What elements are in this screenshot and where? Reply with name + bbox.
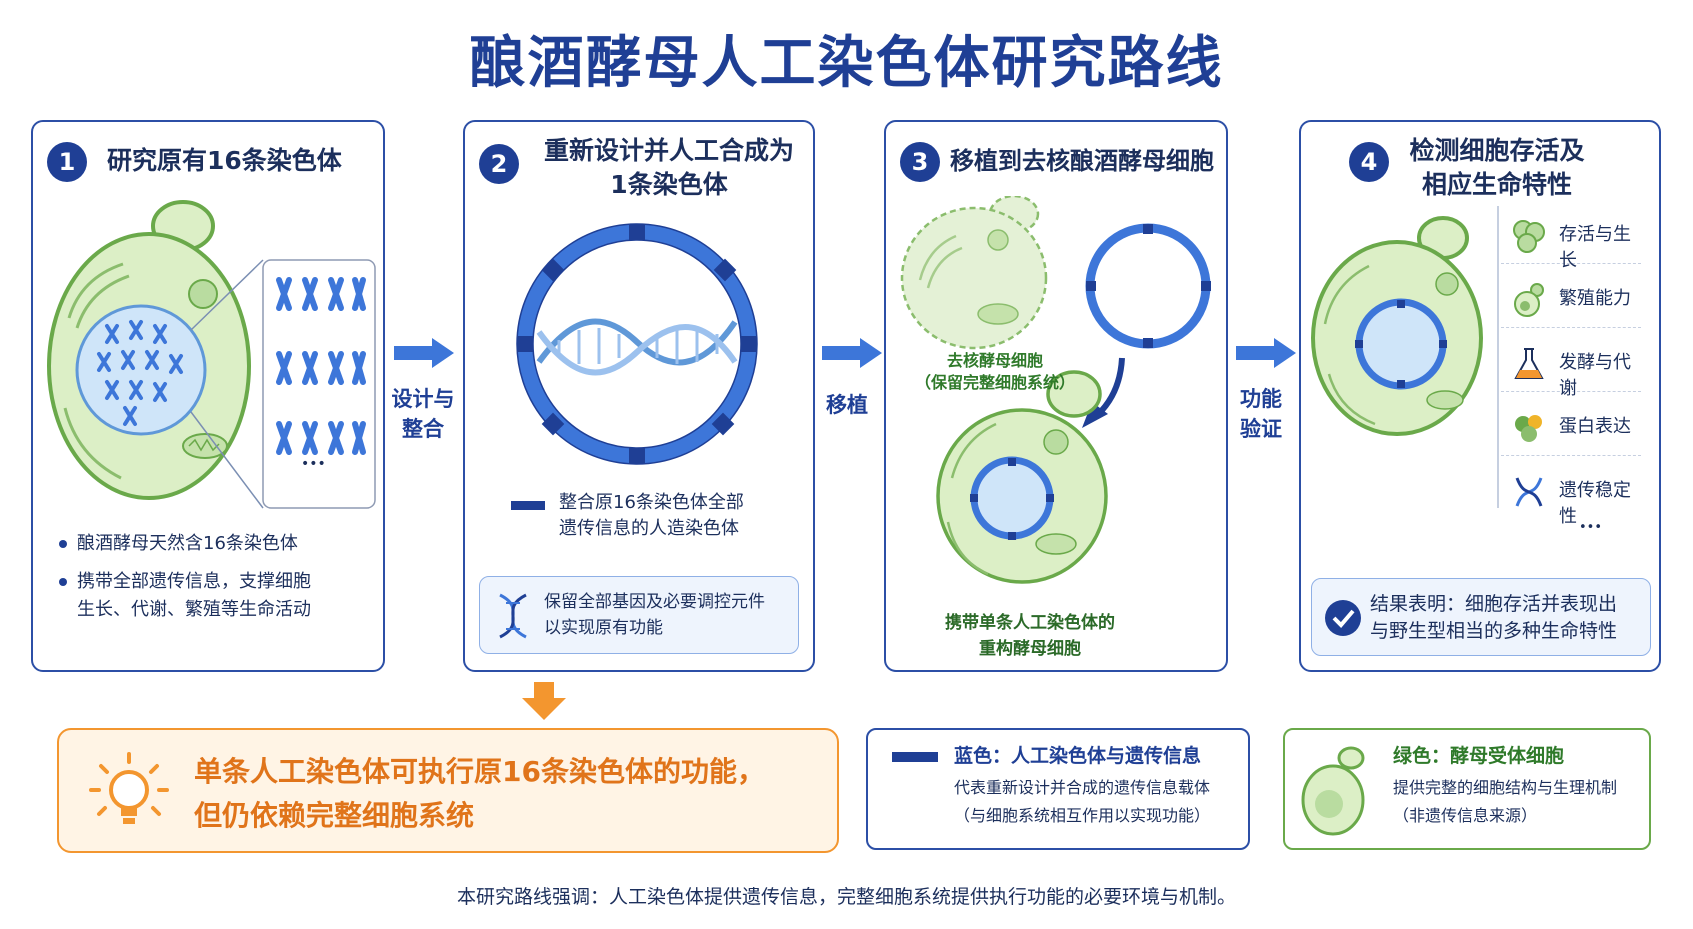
bullet-line: 生长、代谢、繁殖等生命活动 bbox=[77, 599, 311, 620]
yeast-cell-with-ring-illustration bbox=[1311, 216, 1483, 436]
step-3-title: 移植到去核酿酒酵母细胞 bbox=[950, 147, 1214, 175]
legend-green-box: 绿色：酵母受体细胞 提供完整的细胞结构与生理机制 （非遗传信息来源） bbox=[1283, 728, 1651, 850]
label-line: 去核酵母细胞 bbox=[946, 351, 1043, 370]
step-3-panel: 3 移植到去核酿酒酵母细胞 去核酵母细胞 （保留完整细胞系统） bbox=[884, 120, 1228, 672]
step-4-title-line2: 相应生命特性 bbox=[1421, 170, 1572, 199]
step-2-title-line1: 重新设计并人工合成为 bbox=[543, 136, 794, 165]
reconstructed-cell-label: 携带单条人工染色体的 重构酵母细胞 bbox=[910, 610, 1150, 662]
flask-icon bbox=[1514, 348, 1544, 379]
arrow-right-icon bbox=[1236, 338, 1296, 368]
step-4-title: 检测细胞存活及 相应生命特性 bbox=[1397, 134, 1597, 202]
legend-green-desc: 提供完整的细胞结构与生理机制 （非遗传信息来源） bbox=[1393, 774, 1617, 830]
blue-legend-swatch bbox=[892, 752, 938, 762]
label-line: 重构酵母细胞 bbox=[979, 639, 1081, 659]
conclusion-line: 单条人工染色体可执行原16条染色体的功能， bbox=[194, 755, 765, 788]
trait-label: 遗传稳定性 bbox=[1559, 480, 1631, 527]
step-2-note-text: 保留全部基因及必要调控元件 以实现原有功能 bbox=[544, 589, 765, 641]
chromosome-ellipsis: ••• bbox=[301, 456, 326, 472]
arrow-3-label: 功能 验证 bbox=[1226, 384, 1296, 444]
arrow-right-icon bbox=[822, 338, 882, 368]
step-2-legend-text: 整合原16条染色体全部 遗传信息的人造染色体 bbox=[559, 490, 744, 542]
legend-blue-title: 蓝色：人工染色体与遗传信息 bbox=[954, 745, 1202, 767]
note-line: 保留全部基因及必要调控元件 bbox=[544, 592, 765, 612]
trait-item-genetic-stability: 遗传稳定性 bbox=[1501, 462, 1641, 527]
bullet-item: 酿酒酵母天然含16条染色体 bbox=[57, 530, 367, 558]
arrow-right-icon bbox=[394, 338, 454, 368]
trait-label: 蛋白表达 bbox=[1559, 416, 1631, 437]
arrow-3-line1: 功能 bbox=[1240, 387, 1282, 411]
blue-legend-swatch bbox=[511, 501, 545, 510]
step-2-title: 重新设计并人工合成为 1条染色体 bbox=[529, 134, 809, 202]
check-circle-icon bbox=[1325, 600, 1361, 636]
arrow-2-line1: 移植 bbox=[826, 393, 868, 417]
step-4-result-text: 结果表明：细胞存活并表现出 与野生型相当的多种生命特性 bbox=[1370, 591, 1617, 645]
trait-ellipsis: ••• bbox=[1579, 520, 1603, 535]
step-2-panel: 2 重新设计并人工合成为 1条染色体 整合原16条染色体全部 bbox=[463, 120, 815, 672]
result-line: 结果表明：细胞存活并表现出 bbox=[1370, 593, 1618, 615]
legend-line: 遗传信息的人造染色体 bbox=[559, 518, 739, 539]
result-line: 与野生型相当的多种生命特性 bbox=[1370, 620, 1618, 642]
trait-item-protein-expression: 蛋白表达 bbox=[1501, 398, 1641, 456]
step-1-bullets: 酿酒酵母天然含16条染色体 携带全部遗传信息，支撑细胞生长、代谢、繁殖等生命活动 bbox=[57, 530, 367, 624]
yeast-cell-with-chromosomes-illustration bbox=[47, 200, 376, 509]
dna-icon bbox=[1515, 477, 1543, 507]
yeast-cell-icon bbox=[1301, 746, 1365, 836]
step-4-number: 4 bbox=[1349, 142, 1389, 182]
trait-list-divider bbox=[1497, 206, 1499, 508]
legend-line: （与细胞系统相互作用以实现功能） bbox=[954, 806, 1211, 825]
label-line: （保留完整细胞系统） bbox=[914, 373, 1075, 392]
cell-cluster-icon bbox=[1513, 220, 1545, 253]
protein-icon bbox=[1515, 415, 1542, 442]
arrow-down-icon bbox=[522, 682, 566, 720]
note-line: 以实现原有功能 bbox=[544, 618, 663, 638]
step-4-panel: 4 检测细胞存活及 相应生命特性 存活与生长 繁殖能力 bbox=[1299, 120, 1661, 672]
conclusion-line: 但仍依赖完整细胞系统 bbox=[194, 799, 475, 832]
page-title: 酿酒酵母人工染色体研究路线 bbox=[469, 31, 1224, 96]
bullet-line: 携带全部遗传信息，支撑细胞 bbox=[77, 571, 311, 592]
legend-line: 整合原16条染色体全部 bbox=[559, 492, 744, 513]
budding-cell-icon bbox=[1514, 283, 1544, 317]
conclusion-box: 单条人工染色体可执行原16条染色体的功能， 但仍依赖完整细胞系统 bbox=[57, 728, 839, 853]
step-4-result-box: 结果表明：细胞存活并表现出 与野生型相当的多种生命特性 bbox=[1311, 578, 1651, 656]
trait-item-survival: 存活与生长 bbox=[1501, 206, 1641, 271]
lightbulb-icon bbox=[89, 752, 169, 824]
trait-label: 繁殖能力 bbox=[1559, 288, 1631, 309]
step-4-title-line1: 检测细胞存活及 bbox=[1409, 136, 1585, 165]
legend-green-title: 绿色：酵母受体细胞 bbox=[1393, 745, 1565, 767]
step-1-number: 1 bbox=[47, 142, 87, 182]
trait-label: 存活与生长 bbox=[1559, 224, 1631, 271]
step-1-panel: 1 研究原有16条染色体 bbox=[31, 120, 385, 672]
bullet-item: 携带全部遗传信息，支撑细胞生长、代谢、繁殖等生命活动 bbox=[57, 568, 367, 624]
conclusion-text: 单条人工染色体可执行原16条染色体的功能， 但仍依赖完整细胞系统 bbox=[194, 750, 765, 838]
dna-icon bbox=[499, 593, 527, 639]
arrow-3-line2: 验证 bbox=[1240, 417, 1282, 441]
trait-label: 发酵与代谢 bbox=[1559, 352, 1631, 399]
legend-line: 提供完整的细胞结构与生理机制 bbox=[1393, 778, 1618, 797]
enucleated-cell-label: 去核酵母细胞 （保留完整细胞系统） bbox=[900, 350, 1090, 394]
step-2-note-box: 保留全部基因及必要调控元件 以实现原有功能 bbox=[479, 576, 799, 654]
label-line: 携带单条人工染色体的 bbox=[945, 613, 1115, 633]
step-3-number: 3 bbox=[900, 142, 940, 182]
legend-blue-desc: 代表重新设计并合成的遗传信息载体 （与细胞系统相互作用以实现功能） bbox=[954, 774, 1210, 830]
legend-blue-box: 蓝色：人工染色体与遗传信息 代表重新设计并合成的遗传信息载体 （与细胞系统相互作… bbox=[866, 728, 1250, 850]
arrow-1-line2: 整合 bbox=[402, 417, 444, 441]
footer-note: 本研究路线强调：人工染色体提供遗传信息，完整细胞系统提供执行功能的必要环境与机制… bbox=[456, 886, 1236, 908]
legend-line: （非遗传信息来源） bbox=[1393, 806, 1538, 825]
step-2-title-line2: 1条染色体 bbox=[610, 170, 728, 199]
trait-item-fermentation: 发酵与代谢 bbox=[1501, 334, 1641, 399]
trait-item-reproduction: 繁殖能力 bbox=[1501, 270, 1641, 328]
step-2-number: 2 bbox=[479, 144, 519, 184]
arrow-1-label: 设计与 整合 bbox=[382, 384, 464, 444]
transplant-illustration bbox=[900, 196, 1211, 584]
step-1-title: 研究原有16条染色体 bbox=[107, 146, 342, 175]
artificial-chromosome-ring-illustration bbox=[516, 223, 758, 465]
arrow-1-line1: 设计与 bbox=[391, 387, 455, 411]
arrow-2-label: 移植 bbox=[812, 390, 882, 420]
legend-line: 代表重新设计并合成的遗传信息载体 bbox=[954, 778, 1211, 797]
